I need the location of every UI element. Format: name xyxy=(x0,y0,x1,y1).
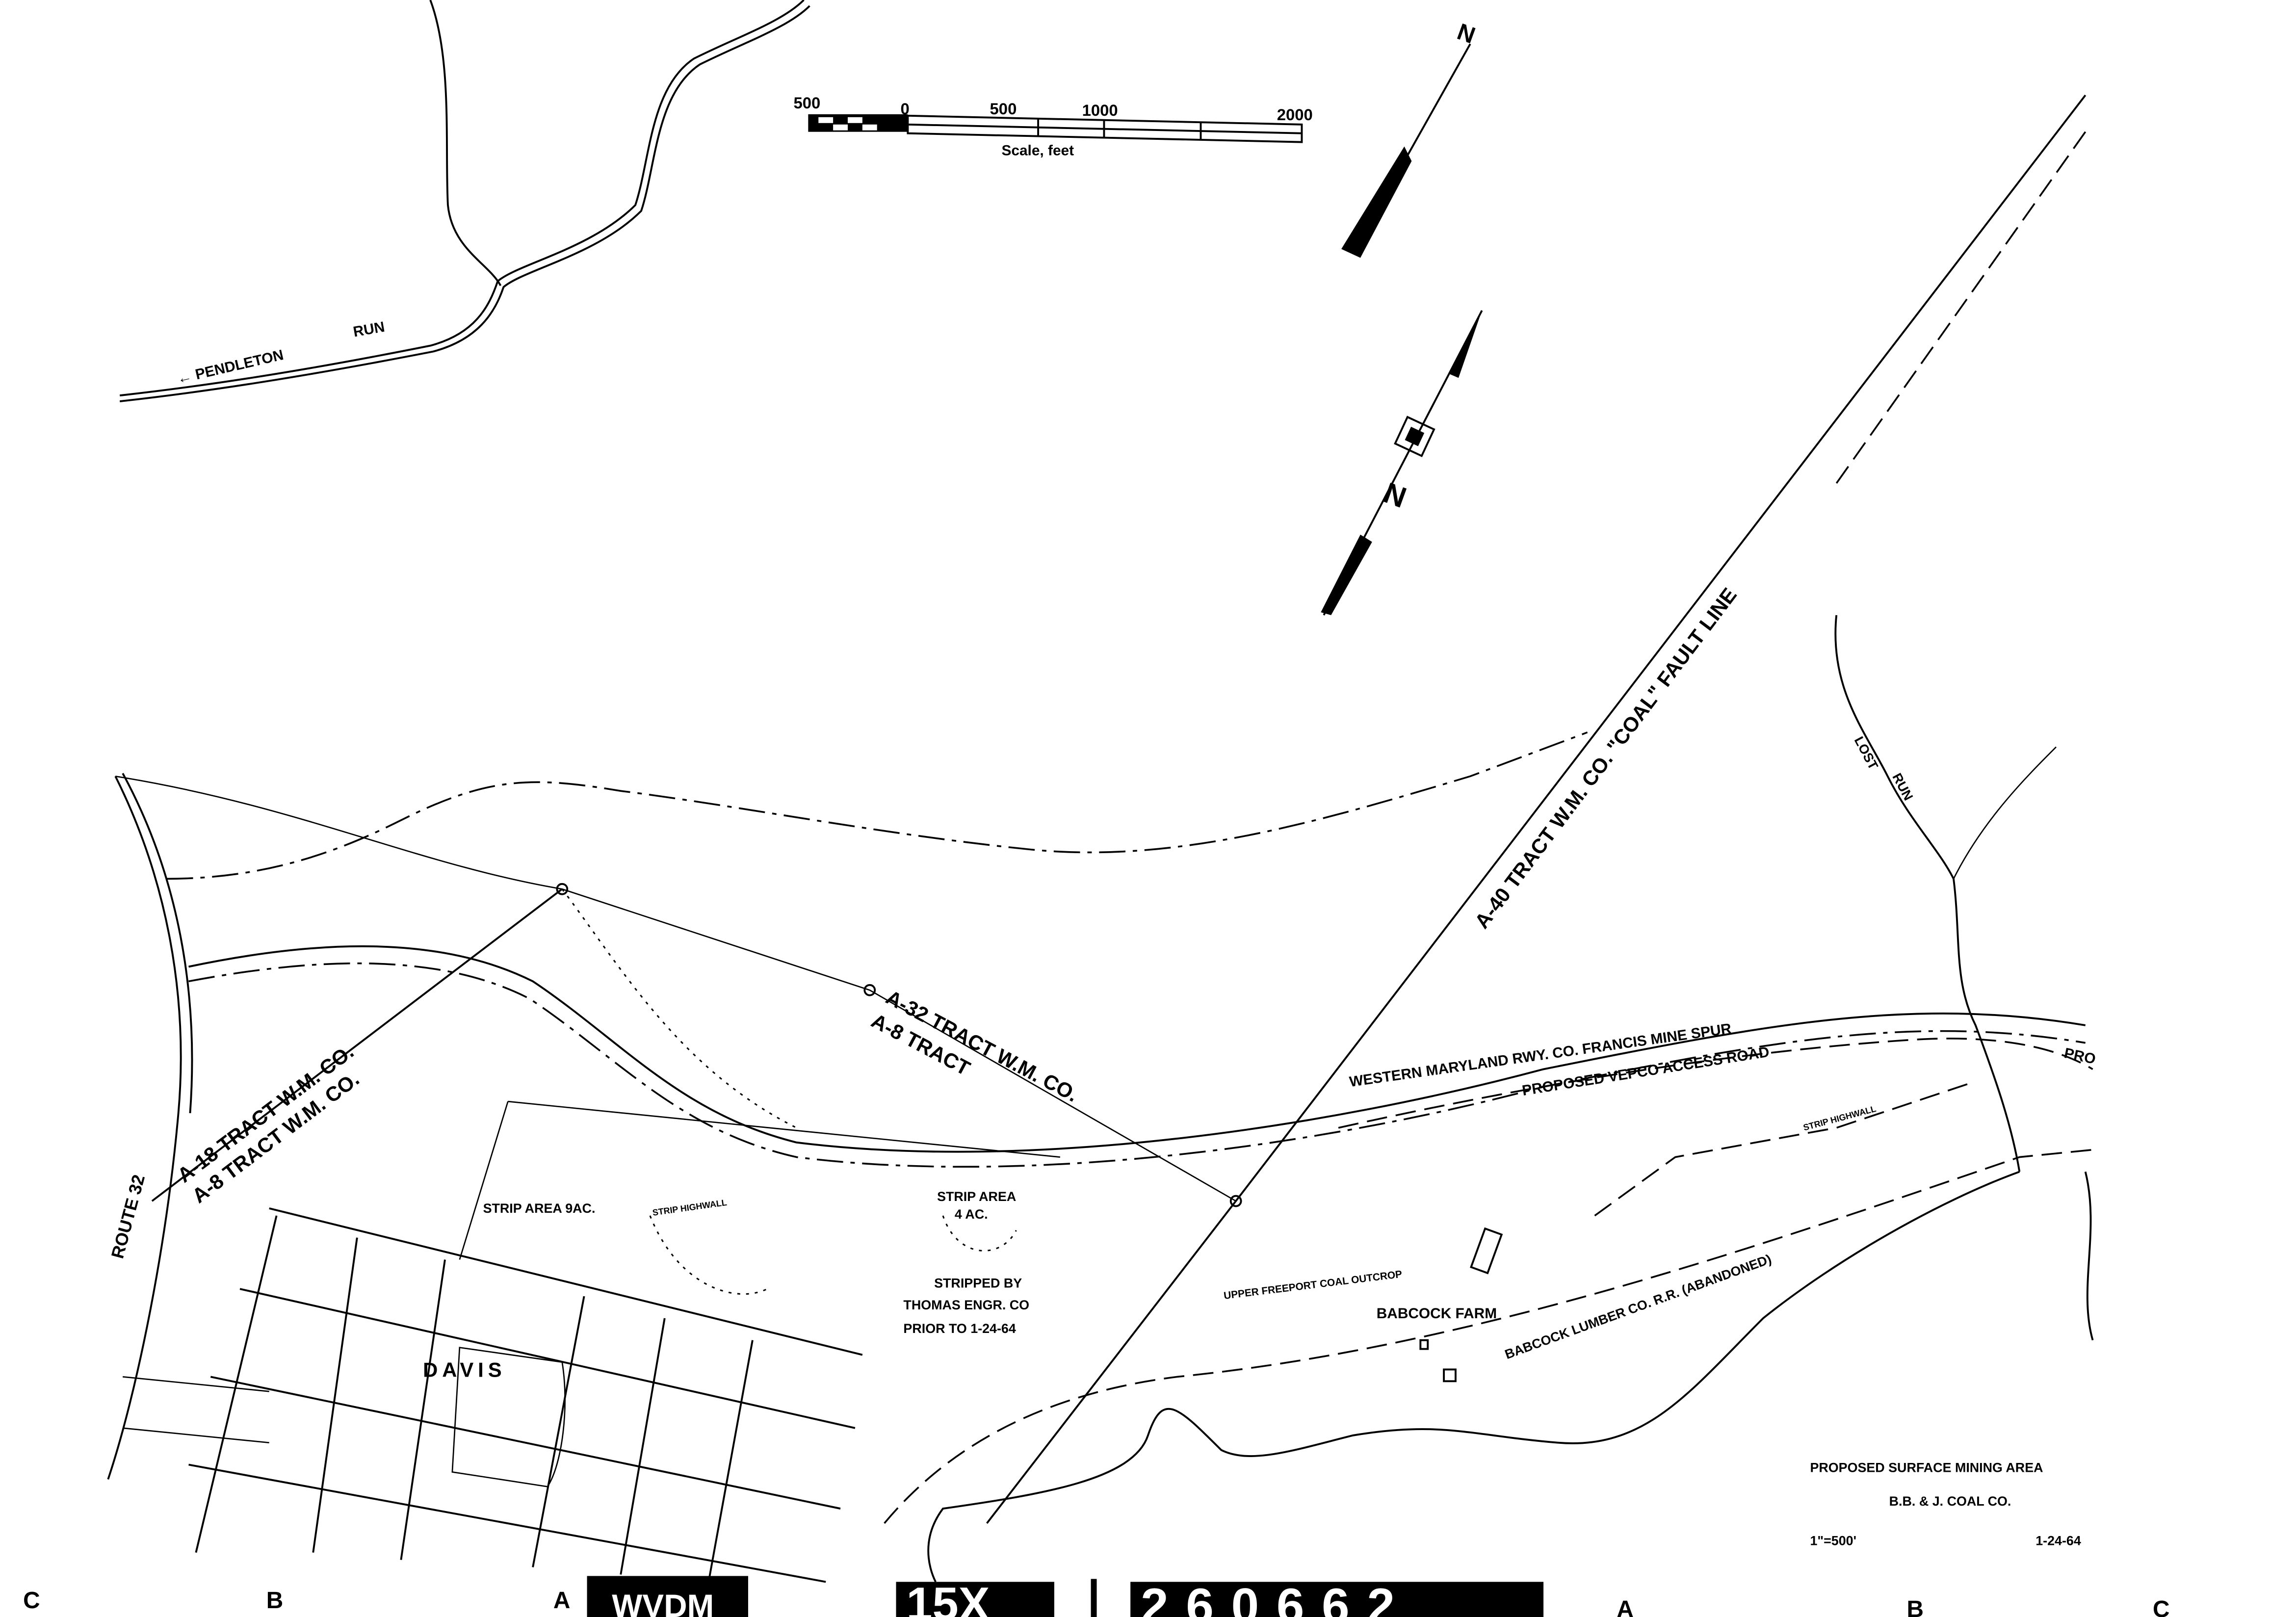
id-block: 15X xyxy=(906,1578,990,1617)
pendleton-run-stream xyxy=(119,0,805,397)
label-davis: DAVIS xyxy=(423,1358,506,1381)
lower-stream xyxy=(927,1171,2094,1583)
map-date: 1-24-64 xyxy=(2035,1534,2081,1548)
margin-mark: A xyxy=(553,1588,570,1614)
scale-tick: 1000 xyxy=(1082,101,1118,119)
route-32-road xyxy=(107,776,182,1480)
strip-boundary xyxy=(166,731,1588,880)
margin-marks: C B A A B C WVDM 15X 260662 xyxy=(23,1576,2170,1617)
label-babcock-farm: BABCOCK FARM xyxy=(1377,1305,1497,1322)
id-block: 260662 xyxy=(1141,1578,1412,1617)
scale-tick: 500 xyxy=(990,100,1017,118)
map-title: PROPOSED SURFACE MINING AREA xyxy=(1810,1460,2043,1475)
scale-text: 1"=500' xyxy=(1810,1534,1856,1548)
label-strip-area-4: STRIP AREA xyxy=(937,1189,1016,1204)
margin-mark: C xyxy=(23,1588,40,1614)
title-block: PROPOSED SURFACE MINING AREA B.B. & J. C… xyxy=(1810,1460,2081,1548)
margin-mark: B xyxy=(1906,1596,1923,1617)
margin-mark: C xyxy=(2153,1596,2169,1617)
scale-label: Scale, feet xyxy=(1001,142,1074,158)
scale-tick: 2000 xyxy=(1277,105,1313,124)
scale-bar: 500 0 500 1000 2000 Scale, feet xyxy=(794,94,1313,159)
babcock-railroad xyxy=(884,1148,2093,1524)
railroad-line xyxy=(188,945,2086,1153)
label-stripped-by: STRIPPED BY xyxy=(934,1276,1022,1290)
label-strip-area-4: 4 AC. xyxy=(955,1207,988,1222)
vepco-road xyxy=(1338,1038,2093,1129)
label-stripped-by: PRIOR TO 1-24-64 xyxy=(903,1321,1016,1336)
scale-tick: 500 xyxy=(794,94,821,112)
margin-mark: B xyxy=(266,1588,283,1614)
scale-tick: 0 xyxy=(900,100,909,118)
davis-town-grid xyxy=(123,1207,863,1583)
archive-stamp: WVDM xyxy=(612,1588,714,1617)
property-line xyxy=(151,94,2087,1524)
company-name: B.B. & J. COAL CO. xyxy=(1889,1494,2011,1509)
label-stripped-by: THOMAS ENGR. CO xyxy=(903,1298,1029,1312)
margin-mark: A xyxy=(1617,1596,1633,1617)
label-strip-area-9: STRIP AREA 9AC. xyxy=(483,1201,596,1216)
